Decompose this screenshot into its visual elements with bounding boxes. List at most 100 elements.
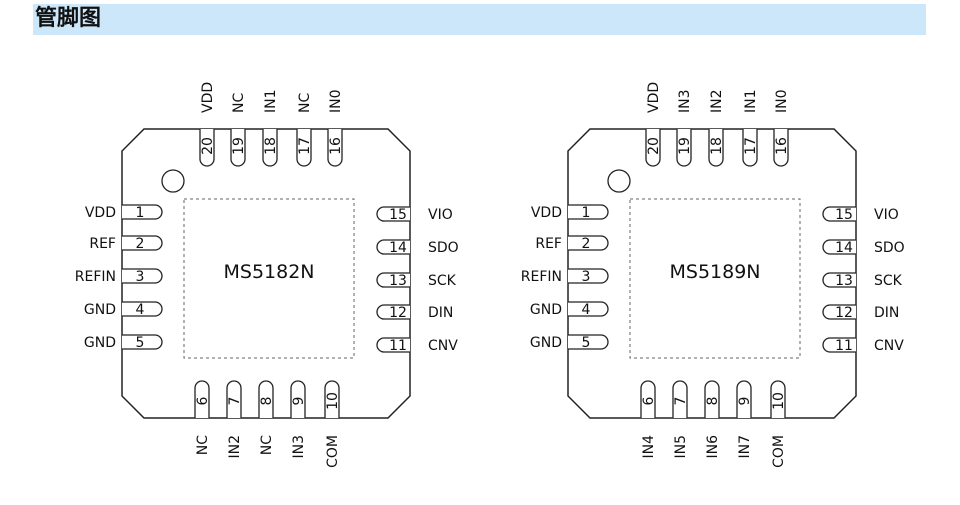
pin-label: IN6: [705, 435, 721, 459]
pin-label: VIO: [428, 207, 453, 223]
pin-pad: [568, 301, 609, 317]
pin-6-nc: 6NC: [194, 380, 211, 455]
pin-number: 16: [328, 137, 344, 155]
pin-pad: [327, 129, 343, 167]
pin-number: 20: [646, 137, 662, 155]
pin-number: 4: [582, 302, 591, 318]
pin-5-gnd: 5 GND: [530, 334, 609, 351]
pin-number: 12: [389, 305, 407, 321]
pin-label: IN4: [641, 435, 657, 459]
pin-pad: [122, 301, 163, 317]
pin-pad: [822, 337, 856, 353]
pin-number: 16: [774, 137, 790, 155]
pin1-marker: [607, 169, 631, 193]
pin-number: 11: [389, 338, 407, 354]
pin-number: 7: [673, 397, 689, 406]
pin-number: 19: [677, 137, 693, 155]
pin-label: IN0: [328, 89, 344, 113]
exposed-pad: [183, 198, 355, 359]
pin-pad: [822, 304, 856, 320]
pin-16-in0: 16 IN0: [327, 89, 344, 167]
pin-number: 12: [835, 305, 853, 321]
pin-label: REFIN: [521, 269, 562, 285]
pin-label: IN1: [263, 89, 279, 113]
section-header: 管脚图: [33, 4, 926, 35]
pin-label: IN0: [774, 89, 790, 113]
pin-label: VDD: [85, 205, 116, 221]
pin-number: 13: [835, 273, 853, 289]
pin-number: 6: [641, 396, 657, 405]
pin-12-din: 12 DIN: [376, 304, 453, 321]
pin-number: 3: [136, 269, 145, 285]
pin-number: 1: [582, 205, 591, 221]
exposed-pad: [629, 198, 801, 359]
pin-number: 2: [582, 236, 591, 252]
pin-number: 1: [136, 205, 145, 221]
pin-number: 8: [259, 397, 275, 406]
pin-number: 15: [389, 207, 407, 223]
pin-pad: [822, 206, 856, 222]
pin-pad: [226, 380, 242, 418]
pin-number: 9: [737, 397, 753, 406]
pin-label: DIN: [874, 305, 899, 321]
pin-pad: [822, 272, 856, 288]
pin-label: GND: [530, 335, 562, 351]
pin-number: 15: [835, 207, 853, 223]
pin-pad: [122, 268, 163, 284]
pin-pad: [199, 129, 215, 167]
pin-label: DIN: [428, 305, 453, 321]
pin-pad: [290, 380, 306, 418]
pin-pad: [324, 380, 340, 418]
pin-pad: [122, 334, 163, 350]
pin-label: SDO: [874, 240, 905, 256]
pin-number: 19: [231, 137, 247, 155]
part-number: MS5182N: [223, 261, 314, 283]
pin-pad: [262, 129, 278, 167]
pin-1-vdd: 1 VDD: [531, 204, 609, 221]
pin-pad: [376, 239, 410, 255]
pin-number: 11: [835, 338, 853, 354]
pin-label: NC: [259, 435, 275, 455]
pin-pad: [376, 337, 410, 353]
pin1-marker: [161, 169, 185, 193]
part-number: MS5189N: [669, 261, 760, 283]
pin-pad: [568, 334, 609, 350]
pin-number: 4: [136, 302, 145, 318]
pin-number: 5: [136, 335, 145, 351]
pin-pad: [672, 380, 688, 418]
pin-label: IN2: [227, 435, 243, 459]
chip-body: [567, 128, 857, 419]
pin-label: SDO: [428, 240, 459, 256]
pin-number: 5: [582, 335, 591, 351]
pin-20-vdd: 20 VDD: [645, 82, 662, 167]
pin-number: 17: [297, 137, 313, 155]
section-title: 管脚图: [35, 6, 102, 31]
pin-pad: [773, 129, 789, 167]
pin-pad: [296, 129, 312, 167]
pin-label: IN3: [291, 435, 307, 459]
pin-label: VDD: [531, 205, 562, 221]
pin-label: SCK: [428, 273, 457, 289]
pin-label: VDD: [646, 82, 662, 113]
pin-16-in0: 16 IN0: [773, 89, 790, 167]
pin-label: VDD: [200, 82, 216, 113]
pin-pad: [376, 304, 410, 320]
